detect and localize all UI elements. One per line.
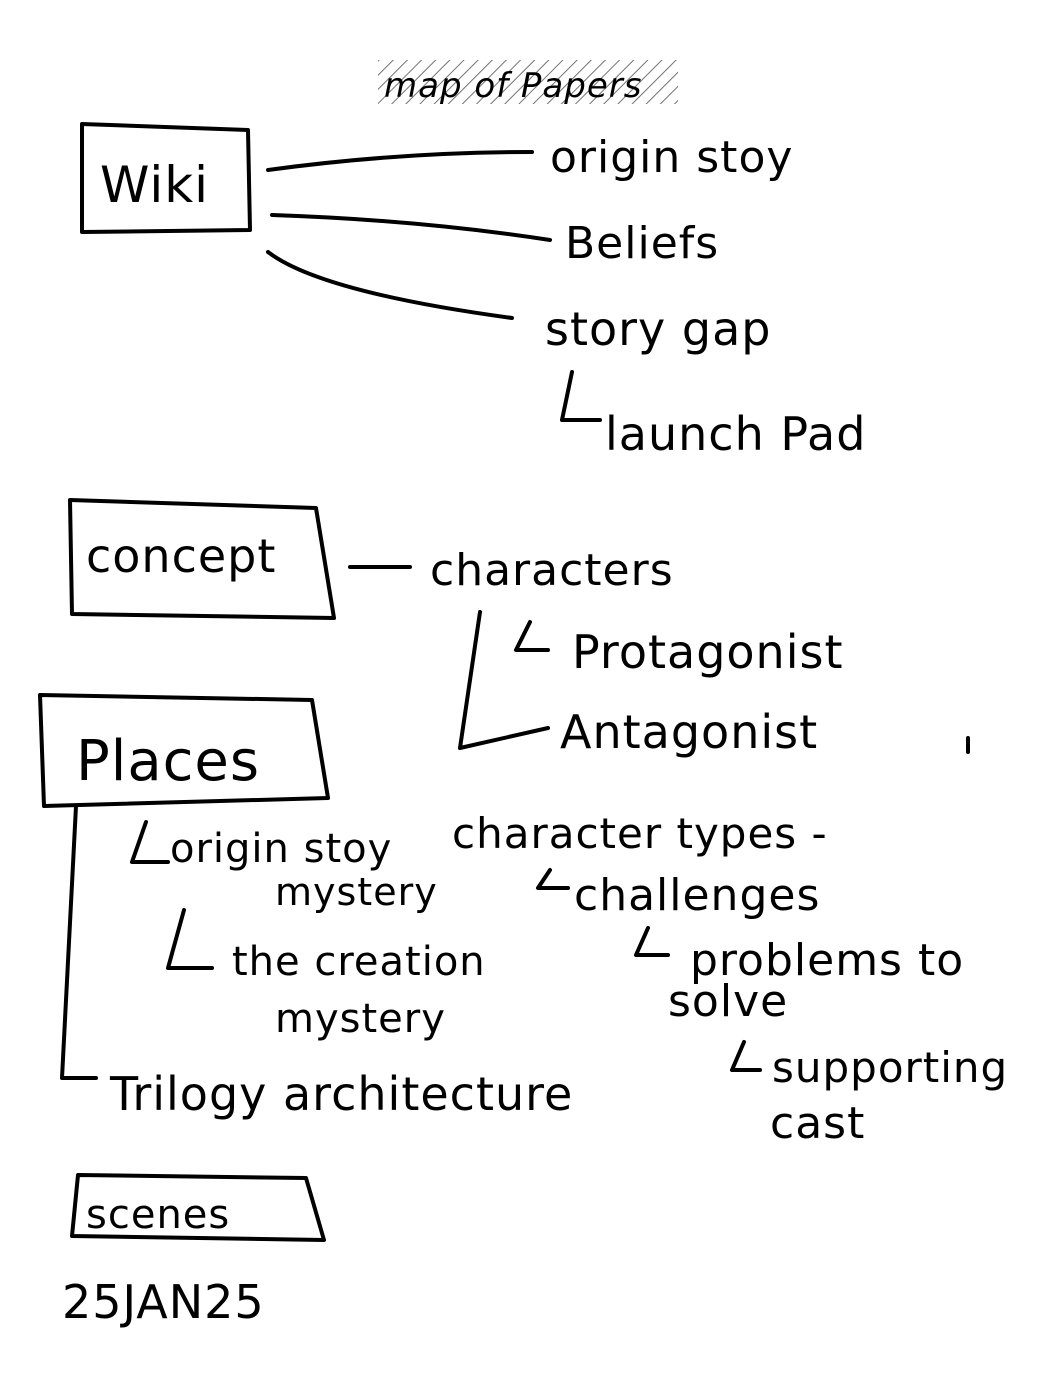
places-branch-origin-line1: origin stoy — [170, 826, 392, 872]
concept-branch-supporting-line2: cast — [770, 1098, 865, 1149]
places-node: Places — [38, 693, 330, 808]
supporting-elbow — [730, 1040, 762, 1072]
concept-branch-problems-line2: solve — [668, 976, 788, 1027]
challenges-elbow — [536, 868, 570, 890]
antagonist-bracket — [458, 610, 550, 750]
places-branch-creation-line1: the creation — [232, 939, 486, 985]
wiki-connector-origin — [266, 150, 534, 172]
protagonist-elbow — [514, 620, 550, 652]
wiki-label: Wiki — [100, 156, 209, 214]
page-title: map of Papers — [384, 66, 642, 106]
scenes-node: scenes — [70, 1173, 326, 1242]
concept-branch-character-types: character types - — [452, 809, 828, 858]
places-branch-creation-line2: mystery — [275, 996, 446, 1042]
wiki-connector-storygap — [266, 250, 514, 320]
page-title-group: map of Papers — [378, 60, 678, 106]
concept-node: concept — [68, 498, 336, 620]
concept-branch-protagonist: Protagonist — [572, 625, 843, 679]
wiki-branch-launch-pad: launch Pad — [605, 407, 866, 461]
wiki-branch-story-gap: story gap — [545, 302, 772, 356]
creation-mystery-elbow — [166, 908, 214, 970]
wiki-box — [80, 122, 252, 234]
launch-pad-elbow — [560, 370, 602, 422]
concept-branch-problems-line1: problems to — [690, 935, 964, 986]
places-branch-trilogy: Trilogy architecture — [109, 1067, 573, 1121]
places-branch-origin-line2: mystery — [275, 870, 438, 914]
places-trunk — [60, 804, 98, 1080]
concept-branch-supporting-line1: supporting — [772, 1043, 1008, 1092]
concept-box — [68, 498, 336, 620]
scenes-label: scenes — [86, 1192, 230, 1238]
concept-label: concept — [86, 529, 276, 583]
wiki-node: Wiki — [80, 122, 252, 234]
origin-mystery-elbow — [130, 820, 170, 864]
title-hatch — [378, 60, 678, 104]
places-box — [38, 693, 330, 808]
wiki-branch-origin-story: origin stoy — [550, 132, 793, 183]
concept-branch-characters: characters — [430, 545, 674, 596]
scenes-box — [70, 1173, 326, 1242]
concept-branch-antagonist: Antagonist — [560, 705, 818, 759]
date-stamp: 25JAN25 — [62, 1275, 265, 1329]
places-label: Places — [76, 729, 260, 794]
wiki-connector-beliefs — [270, 213, 552, 242]
wiki-branch-beliefs: Beliefs — [565, 218, 719, 269]
concept-branch-challenges: challenges — [574, 870, 820, 921]
problems-elbow — [634, 926, 670, 957]
